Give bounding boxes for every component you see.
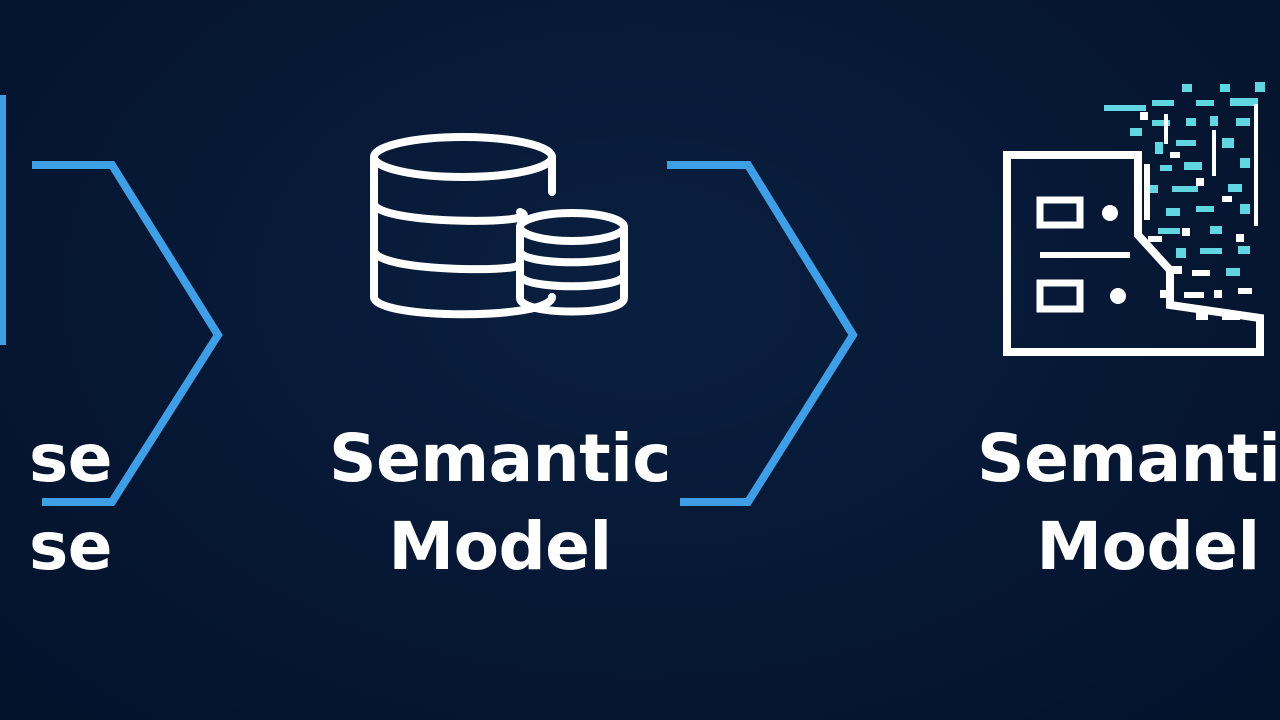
stage-label-semantic-model: Semantic Model [320, 415, 680, 591]
stage-label-line: Semantic [329, 420, 671, 497]
stage-label-line: Semantic [977, 420, 1280, 497]
semantic-model-pixel-icon [1003, 82, 1265, 356]
stage-label-semantic-model-output: Semantic Model [958, 415, 1280, 591]
stage-label-line: Model [388, 508, 612, 585]
arrow-chevron-icon [667, 161, 858, 506]
stage-label-line: se [28, 508, 113, 585]
arrow-chevron-icon [32, 161, 223, 506]
stage-label-line: Model [1036, 508, 1260, 585]
database-stack-icon [370, 133, 628, 319]
stage-label-warehouse: se se [0, 415, 113, 591]
stage-label-line: se [28, 420, 113, 497]
